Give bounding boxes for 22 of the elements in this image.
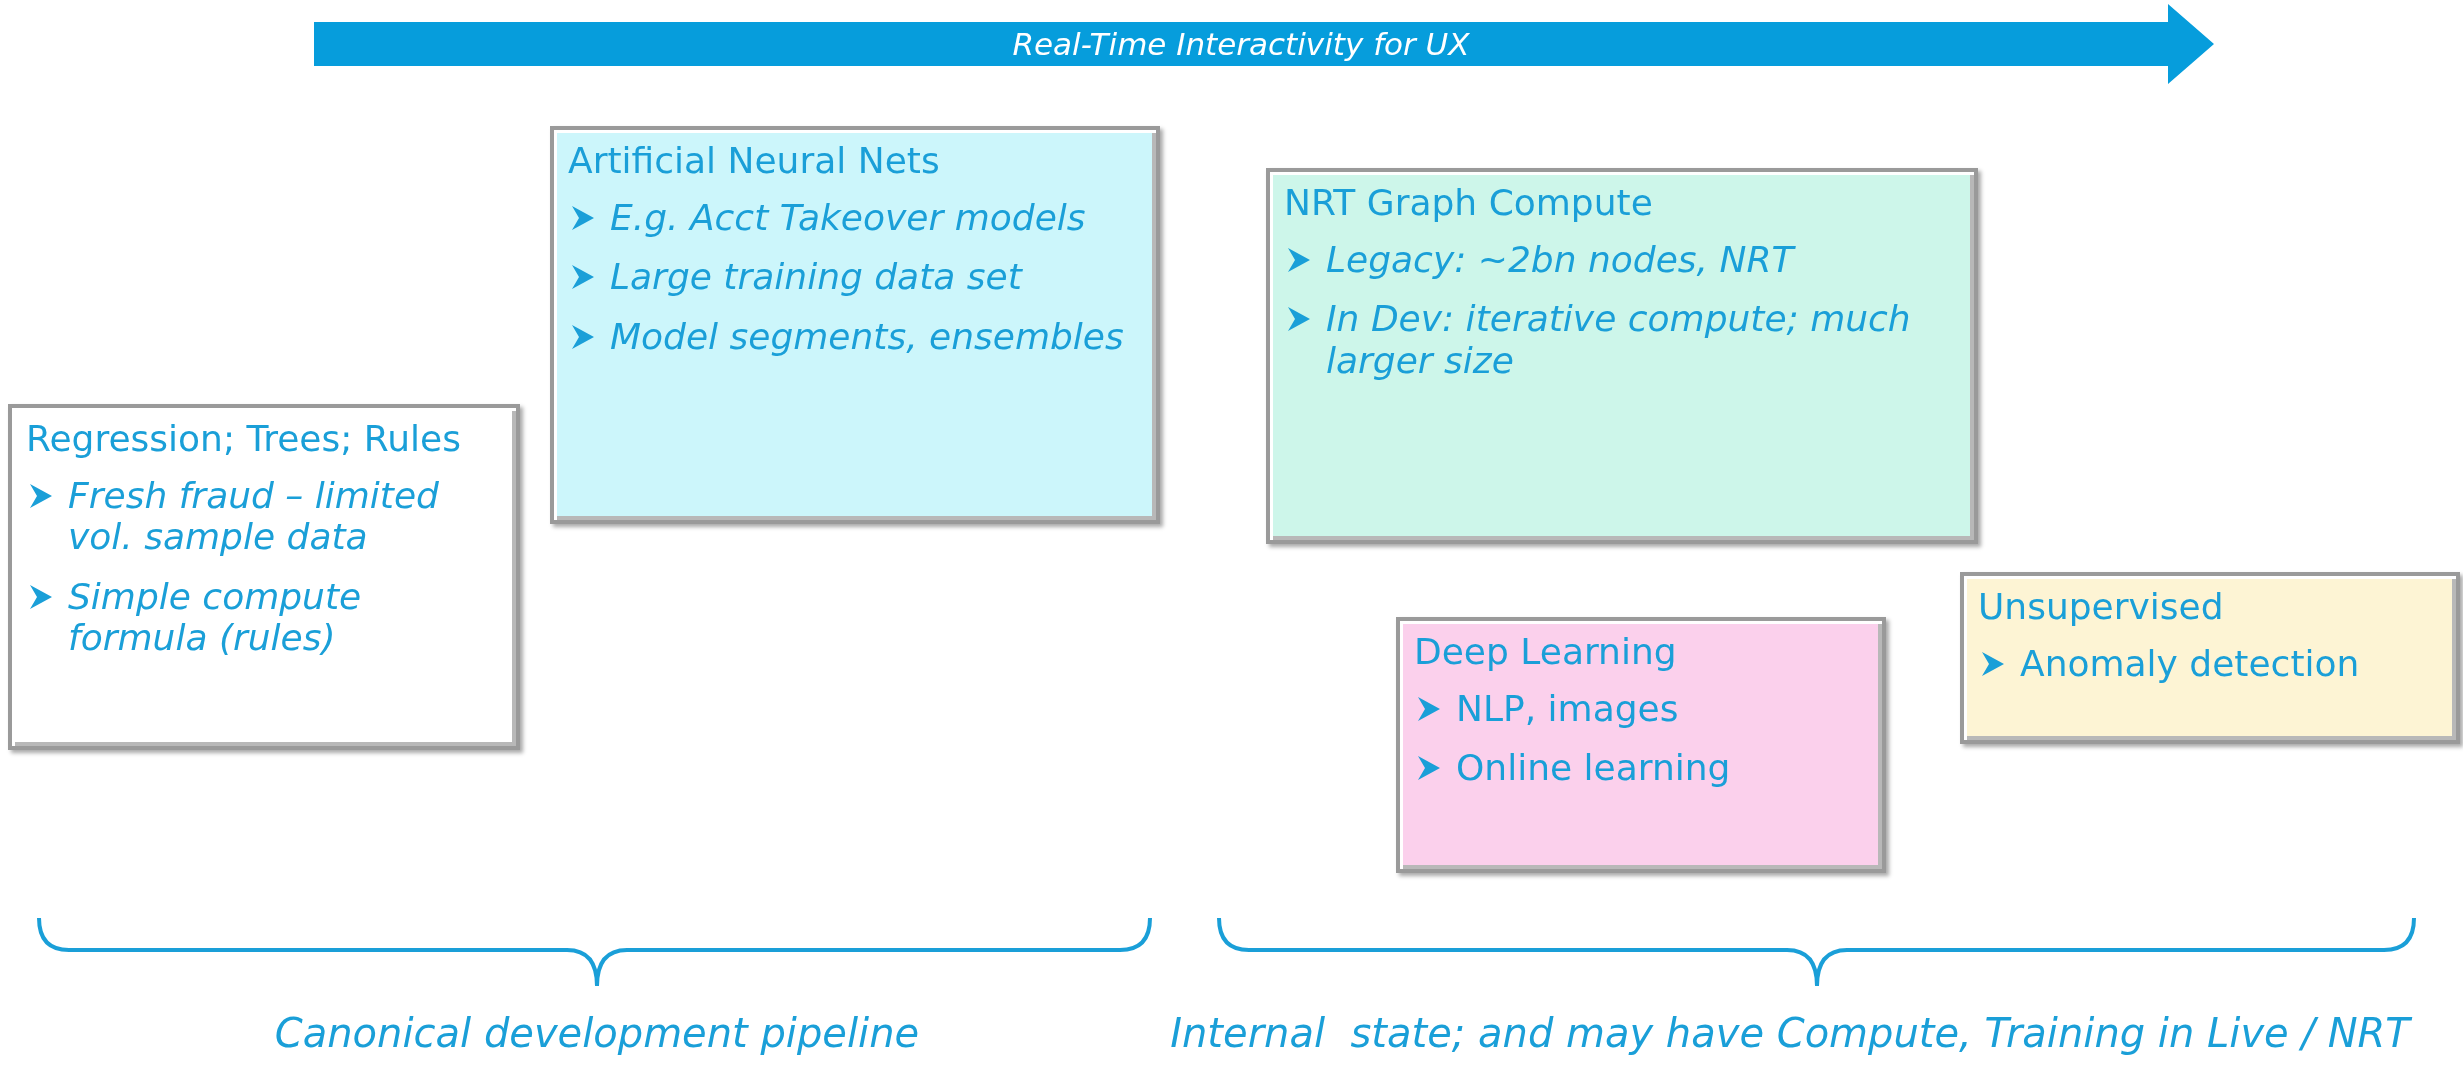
bullet-text: Fresh fraud – limited vol. sample data — [68, 475, 440, 558]
content-box — [8, 404, 520, 750]
box-heading: Deep Learning — [1414, 631, 1678, 672]
box-heading: Regression; Trees; Rules — [26, 418, 462, 459]
banner-text: Real-Time Interactivity for UX — [1011, 26, 1471, 62]
box-heading: NRT Graph Compute — [1284, 182, 1654, 223]
bullet-text: Large training data set — [610, 256, 1022, 298]
bullet-text: Anomaly detection — [2020, 643, 2360, 685]
bullet-text: Model segments, ensembles — [610, 315, 1124, 358]
bullet-text: In Dev: iterative compute; much larger size — [1326, 298, 1912, 382]
bullet-text: E.g. Acct Takeover models — [610, 197, 1086, 239]
box-heading: Unsupervised — [1978, 586, 2225, 627]
content-box — [1266, 168, 1978, 544]
bullet-text: Online learning — [1456, 747, 1731, 789]
box-heading: Artificial Neural Nets — [568, 140, 941, 181]
content-box — [550, 126, 1160, 524]
bullet-text: Legacy: ~2bn nodes, NRT — [1326, 239, 1794, 281]
caption-text: Canonical development pipeline — [274, 1010, 920, 1056]
content-box — [1396, 617, 1886, 873]
bullet-text: Simple compute formula (rules) — [68, 575, 363, 659]
bullet-text: NLP, images — [1456, 688, 1679, 730]
content-box — [1960, 572, 2460, 744]
